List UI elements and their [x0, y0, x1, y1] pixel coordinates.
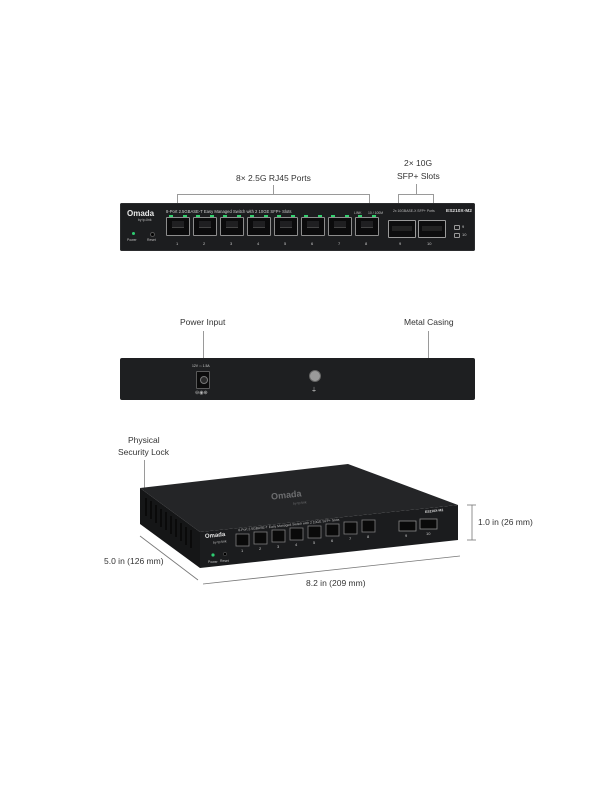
- rj45-port-3[interactable]: [220, 215, 244, 236]
- reset-button[interactable]: [150, 232, 155, 237]
- bracket-rj45-left: [177, 194, 178, 204]
- bracket-sfp-left: [398, 194, 399, 204]
- dimension-width: 8.2 in (209 mm): [306, 578, 366, 588]
- port-number: 6: [311, 241, 314, 246]
- side-vents: [145, 498, 192, 548]
- angled-port-number: 5: [313, 540, 316, 545]
- callout-sfp-line1: 2× 10G: [404, 158, 433, 168]
- sfp-number: 10: [427, 241, 432, 246]
- front-brand: Omada: [127, 209, 155, 218]
- rj45-port-7[interactable]: [328, 215, 352, 236]
- callout-metal-casing: Metal Casing: [404, 317, 454, 327]
- angled-power-led: [211, 553, 215, 557]
- leader-power-input: [203, 331, 204, 364]
- angled-power-label: Power: [208, 560, 218, 564]
- bracket-sfp-right: [433, 194, 434, 204]
- port-number: 7: [338, 241, 341, 246]
- port-number: 3: [230, 241, 233, 246]
- sfp-led-label: 9: [462, 224, 465, 229]
- angled-sfp-number: 9: [405, 533, 408, 538]
- port-number: 2: [203, 241, 206, 246]
- angled-port-number: 4: [295, 542, 298, 547]
- bracket-rj45-right: [369, 194, 370, 204]
- rj45-port-1[interactable]: [166, 215, 190, 236]
- callout-sfp-line2: SFP+ Slots: [397, 171, 440, 181]
- front-brand-sub: by tp-link: [138, 218, 152, 222]
- bracket-rj45: [177, 194, 370, 195]
- front-link-label: LINK: [354, 211, 362, 215]
- callout-power-input: Power Input: [180, 317, 226, 327]
- sfp-number: 9: [399, 241, 402, 246]
- angled-port-number: 1: [241, 548, 244, 553]
- leader-security-lock: [144, 460, 145, 488]
- front-sfp-description: 2x 10GBASE-X SFP+ Ports: [393, 209, 435, 213]
- front-act-label: 10 / 100M: [368, 211, 384, 215]
- angled-sfp-number: 10: [426, 531, 431, 536]
- dim-line-depth: [139, 535, 199, 581]
- power-label: Power: [127, 238, 137, 242]
- angled-port-number: 6: [331, 538, 334, 543]
- rj45-port-8[interactable]: [355, 215, 379, 236]
- sfp-slot-10[interactable]: [418, 220, 446, 238]
- rj45-port-6[interactable]: [301, 215, 325, 236]
- switch-rear-panel: 12V ⎓ 1.5A ⊖◉⊕ ⏚: [120, 358, 475, 400]
- angled-port-number: 3: [277, 544, 280, 549]
- switch-front-face: [200, 505, 458, 568]
- polarity-icon: ⊖◉⊕: [195, 390, 208, 396]
- port-number: 5: [284, 241, 287, 246]
- angled-port-number: 2: [259, 546, 262, 551]
- port-number: 4: [257, 241, 260, 246]
- rj45-port-4[interactable]: [247, 215, 271, 236]
- callout-security-lock-line1: Physical: [128, 435, 160, 445]
- rj45-port-2[interactable]: [193, 215, 217, 236]
- angled-reset-label: Reset: [220, 559, 229, 563]
- front-panel-description: 8-Port 2.5GBASE-T Easy Managed Switch wi…: [166, 209, 292, 214]
- angled-rj45-ports: [235, 519, 376, 547]
- bracket-sfp-stem: [416, 184, 417, 194]
- power-rating: 12V ⎓ 1.5A: [192, 364, 210, 368]
- port-number: 1: [176, 241, 179, 246]
- sfp-led-label: 10: [462, 232, 467, 237]
- port-number: 8: [365, 241, 368, 246]
- reset-label: Reset: [147, 238, 156, 242]
- front-model: ES210X-M2: [446, 209, 472, 214]
- sfp-led-icon: [454, 233, 460, 238]
- dimension-depth: 5.0 in (126 mm): [104, 556, 164, 566]
- dimension-height: 1.0 in (26 mm): [478, 517, 533, 527]
- leader-metal-casing: [428, 331, 429, 358]
- sfp-led-icon: [454, 225, 460, 230]
- rj45-port-5[interactable]: [274, 215, 298, 236]
- switch-top-surface: [140, 464, 458, 532]
- angled-sfp-slots: [398, 518, 438, 532]
- bracket-rj45-stem: [273, 185, 274, 194]
- angled-port-number: 7: [349, 536, 352, 541]
- callout-rj45-ports: 8× 2.5G RJ45 Ports: [236, 173, 311, 183]
- angled-port-number: 8: [367, 534, 370, 539]
- switch-front-panel: Omada by tp-link 8-Port 2.5GBASE-T Easy …: [120, 203, 475, 251]
- ground-symbol-icon: ⏚: [311, 388, 318, 394]
- power-led: [132, 232, 135, 235]
- ground-screw-icon: [309, 370, 321, 382]
- angled-reset-button: [223, 552, 227, 556]
- bracket-sfp: [398, 194, 434, 195]
- dc-power-jack[interactable]: [196, 371, 210, 389]
- sfp-slot-9[interactable]: [388, 220, 416, 238]
- callout-security-lock-line2: Security Lock: [118, 447, 170, 457]
- dim-line-width: [202, 555, 461, 585]
